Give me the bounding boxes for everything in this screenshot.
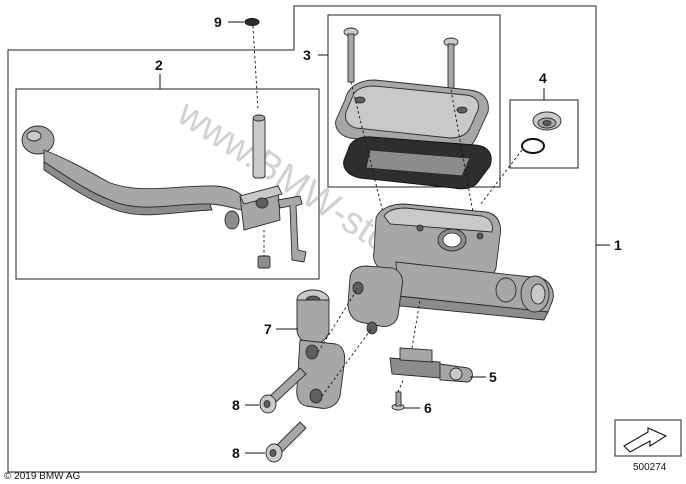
part-5-switch — [389, 299, 473, 383]
callout-3: 3 — [303, 47, 311, 63]
part-7-clamp — [296, 287, 373, 409]
callout-8-lower: 8 — [232, 445, 240, 461]
part-4-seal — [479, 111, 562, 206]
callout-7: 7 — [264, 321, 272, 337]
callout-2: 2 — [155, 57, 163, 73]
callout-6: 6 — [424, 400, 432, 416]
cover-screw-left — [343, 27, 359, 83]
part-3-reservoir-cover — [335, 27, 492, 241]
cover-screw-right — [443, 37, 459, 91]
callout-8-upper: 8 — [232, 397, 240, 413]
callout-4: 4 — [539, 70, 547, 86]
cover-box — [327, 14, 501, 188]
callout-5: 5 — [489, 369, 497, 385]
view-direction-icon — [614, 419, 682, 457]
lever-box — [15, 88, 320, 280]
part-6-screw — [391, 377, 405, 411]
part-1-master-cylinder — [347, 203, 554, 335]
callout-1: 1 — [614, 237, 622, 253]
callout-9: 9 — [214, 14, 222, 30]
part-9-cap — [244, 18, 260, 111]
seal-box — [509, 99, 579, 169]
assembly-frame — [7, 5, 597, 473]
diagram-number: 500274 — [633, 462, 667, 473]
copyright-text: © 2019 BMW AG — [4, 471, 81, 482]
part-2-lever — [21, 114, 307, 269]
part-8-bolt-upper — [259, 367, 307, 414]
part-8-bolt-lower — [265, 421, 307, 463]
